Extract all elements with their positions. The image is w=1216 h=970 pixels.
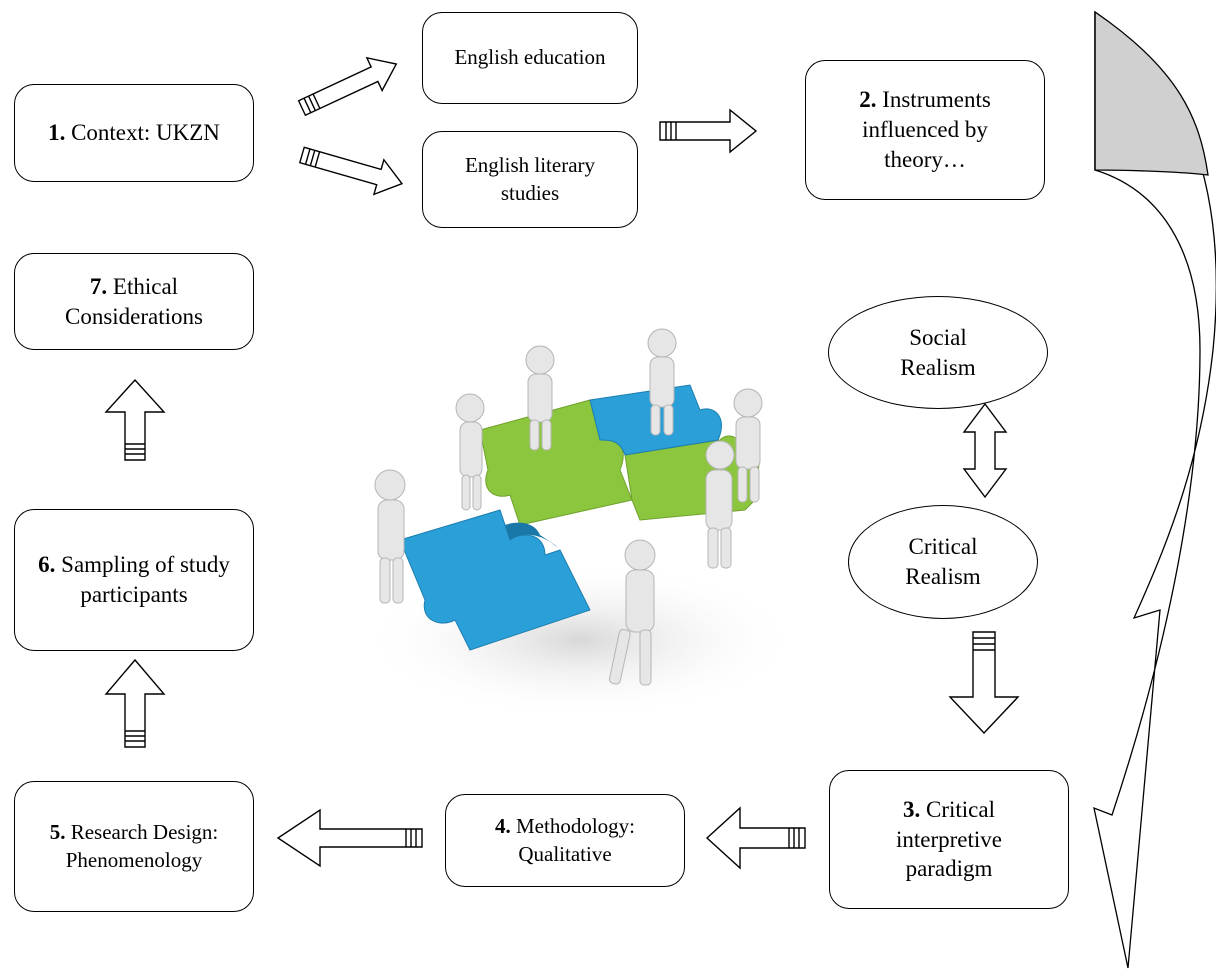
node-social-realism: Social Realism: [828, 296, 1048, 409]
node-paradigm-label: Critical interpretive paradigm: [895, 796, 1002, 882]
arrow-to-instruments: [659, 108, 758, 154]
node-critical-realism-label: Critical Realism: [905, 534, 981, 589]
figure-4: [733, 388, 763, 503]
node-research-design-label: Research Design: Phenomenology: [65, 820, 219, 872]
node-methodology-label: Methodology: Qualitative: [516, 814, 635, 866]
node-ethical-label: Ethical Considerations: [65, 273, 203, 329]
node-english-literary: English literary studies: [422, 131, 638, 228]
node-context-label: Context: UKZN: [71, 120, 220, 146]
node-instruments-label: Instruments influenced by theory…: [862, 87, 991, 172]
arrow-design-to-sampling: [104, 658, 166, 748]
figure-3: [455, 393, 485, 511]
node-methodology: 4. Methodology: Qualitative: [445, 794, 685, 887]
node-methodology-number: 4.: [495, 814, 511, 839]
figure-1: [525, 345, 555, 451]
node-sampling-number: 6.: [38, 552, 56, 578]
node-critical-realism: Critical Realism: [848, 505, 1038, 619]
node-paradigm-number: 3.: [903, 796, 921, 822]
arrow-realism-to-paradigm: [948, 631, 1020, 735]
figure-2: [647, 328, 677, 436]
node-sampling-label: Sampling of study participants: [61, 552, 230, 607]
node-instruments: 2. Instruments influenced by theory…: [805, 60, 1045, 200]
node-research-design: 5. Research Design: Phenomenology: [14, 781, 254, 912]
puzzle-piece-blue-front: [399, 509, 591, 651]
node-context: 1. Context: UKZN: [14, 84, 254, 182]
node-social-realism-label: Social Realism: [900, 324, 976, 380]
arrow-context-to-education: [297, 56, 398, 117]
node-english-literary-label: English literary studies: [464, 153, 596, 205]
arrow-sampling-to-ethical: [104, 378, 166, 461]
figure-5: [705, 440, 735, 569]
arrow-realism-double: [962, 402, 1008, 499]
node-context-number: 1.: [48, 120, 66, 146]
node-instruments-number: 2.: [859, 87, 877, 113]
figure-6: [374, 469, 406, 604]
arrow-context-to-literary: [298, 146, 404, 196]
node-research-design-number: 5.: [49, 820, 66, 845]
node-english-education: English education: [422, 12, 638, 104]
node-sampling: 6. Sampling of study participants: [14, 509, 254, 651]
figure-7: [608, 539, 656, 686]
arrow-methodology-to-design: [276, 808, 423, 868]
node-english-education-label: English education: [454, 45, 606, 70]
node-paradigm: 3. Critical interpretive paradigm: [829, 770, 1069, 909]
arrow-paradigm-to-methodology: [705, 806, 806, 870]
node-ethical: 7. Ethical Considerations: [14, 253, 254, 350]
node-ethical-number: 7.: [89, 273, 108, 299]
